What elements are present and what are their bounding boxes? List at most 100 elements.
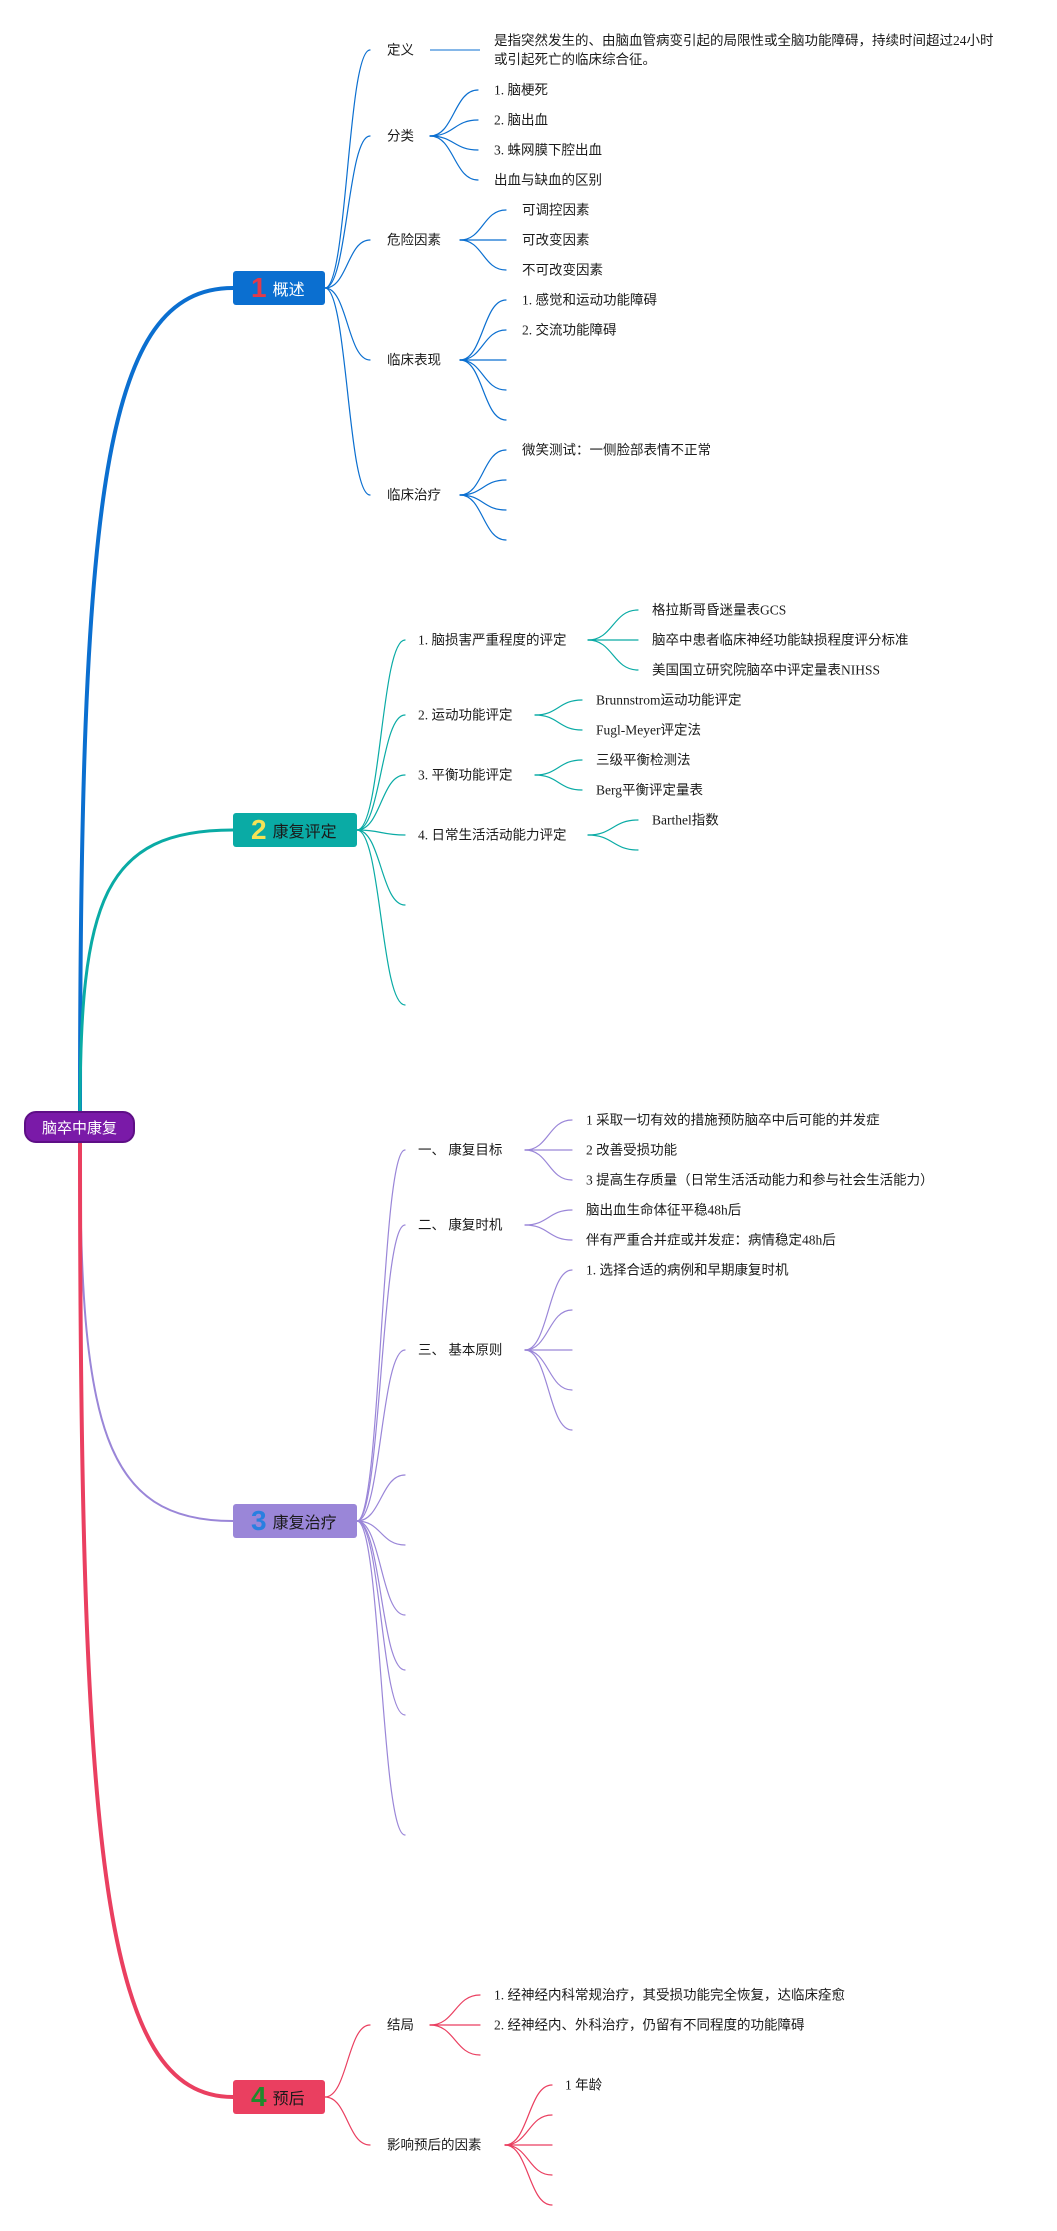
connector-line [504,2114,553,2146]
list-item[interactable]: 微笑测试：一侧脸部表情不正常 [522,442,711,458]
list-item[interactable]: 1. 选择合适的病例和早期康复时机 [586,1262,789,1278]
list-item[interactable]: Berg平衡评定量表 [596,782,703,798]
section-label: 康复治疗 [272,1515,337,1532]
topic-balance-assessment[interactable]: 3. 平衡功能评定 [418,767,513,783]
connector-line [524,1209,573,1226]
topic-brain-damage-assessment[interactable]: 1. 脑损害严重程度的评定 [418,632,567,648]
connector-line [324,287,371,496]
section-label: 预后 [272,2091,305,2108]
section-label: 概述 [272,282,305,299]
topic-rehab-timing[interactable]: 二、 康复时机 [418,1217,503,1233]
section-overview[interactable]: 1 概述 [233,271,325,305]
connector-line [459,239,507,271]
connector-line [524,1119,573,1151]
connector-line [324,135,371,289]
topic-definition[interactable]: 定义 [387,42,414,58]
connector-line [324,2024,371,2098]
section-number: 1 [251,272,267,303]
connector-line [459,359,507,391]
connector-line [429,135,479,181]
list-item[interactable]: 脑出血生命体征平稳48h后 [586,1202,742,1218]
connector-line [534,699,583,716]
connector-line [429,119,479,137]
connector-line [459,359,507,421]
list-item[interactable]: 1. 感觉和运动功能障碍 [522,292,657,308]
connector-line [356,829,406,836]
connector-line [459,329,507,361]
list-item[interactable]: 伴有严重合并症或并发症：病情稳定48h后 [586,1232,836,1248]
topic-clinical-manifestation[interactable]: 临床表现 [387,352,441,368]
connector-line [534,759,583,776]
connector-line [356,1520,406,1616]
list-item[interactable]: 2 改善受损功能 [586,1142,678,1158]
connector-line [534,774,583,791]
list-item[interactable]: Barthel指数 [652,812,719,828]
connector-line [429,89,479,137]
list-item[interactable]: 格拉斯哥昏迷量表GCS [652,602,787,618]
list-item[interactable]: 出血与缺血的区别 [494,172,602,188]
list-item[interactable]: 1 采取一切有效的措施预防脑卒中后可能的并发症 [586,1112,880,1128]
definition-text: 是指突然发生的、由脑血管病变引起的局限性或全脑功能障碍，持续时间超过24小时或引… [494,33,994,67]
section-treatment[interactable]: 3 康复治疗 [233,1504,357,1538]
connector-line [524,1269,573,1351]
list-item[interactable]: 美国国立研究院脑卒中评定量表NIHSS [652,662,881,678]
list-item[interactable]: 3. 蛛网膜下腔出血 [494,142,602,158]
topic-clinical-treatment[interactable]: 临床治疗 [387,487,441,503]
section-prognosis[interactable]: 4 预后 [233,2080,325,2114]
connector-line [356,774,406,831]
list-item[interactable]: 1. 脑梗死 [494,82,548,98]
connector-line [587,819,639,836]
list-item[interactable]: 1. 经神经内科常规治疗，其受损功能完全恢复，达临床痊愈 [494,1987,845,2003]
topic-rehab-goals[interactable]: 一、 康复目标 [418,1142,503,1158]
connector-line [356,1520,406,1546]
topic-prognosis-factors[interactable]: 影响预后的因素 [387,2137,482,2153]
topic-adl-assessment[interactable]: 4. 日常生活活动能力评定 [418,827,567,843]
list-item[interactable]: 2. 交流功能障碍 [522,322,617,338]
connector-line [356,829,406,906]
connector-line [587,834,639,851]
section-number: 3 [251,1505,267,1536]
list-item[interactable]: 可调控因素 [522,202,590,218]
list-item[interactable]: 3 提高生存质量（日常生活活动能力和参与社会生活能力） [586,1172,934,1188]
topic-outcome[interactable]: 结局 [387,2017,414,2033]
connector-line [524,1349,573,1391]
topic-basic-principles[interactable]: 三、 基本原则 [418,1342,503,1358]
list-item[interactable]: 不可改变因素 [522,262,603,278]
connector-line [587,639,639,671]
section-number: 4 [251,2081,267,2112]
list-item[interactable]: 脑卒中患者临床神经功能缺损程度评分标准 [652,632,909,648]
section-number: 2 [251,814,267,845]
list-item[interactable]: Fugl-Meyer评定法 [596,722,701,738]
connector-line [324,287,371,361]
connector-line [459,479,507,496]
connector-line [524,1224,573,1241]
connector-line [429,2024,481,2056]
list-item[interactable]: 1 年龄 [565,2077,603,2093]
topic-motor-assessment[interactable]: 2. 运动功能评定 [418,707,513,723]
list-item[interactable]: 三级平衡检测法 [596,752,691,768]
list-item[interactable]: 2. 脑出血 [494,112,548,128]
connector-line [504,2084,553,2146]
main-branch-overview [78,286,235,1117]
connector-line [356,639,406,831]
list-item[interactable]: 可改变因素 [522,232,590,248]
topic-classification[interactable]: 分类 [387,128,414,144]
connector-line [524,1309,573,1351]
list-item[interactable]: Brunnstrom运动功能评定 [596,692,742,708]
topic-risk-factors[interactable]: 危险因素 [387,232,441,248]
root-topic[interactable]: 脑卒中康复 [24,1111,135,1143]
connector-line [356,1520,406,1836]
connector-line [356,1520,406,1716]
connector-line [324,239,371,289]
connector-line [587,609,639,641]
connector-line [356,714,406,831]
connector-line [459,449,507,496]
connector-line [534,714,583,731]
section-assessment[interactable]: 2 康复评定 [233,813,357,847]
list-item[interactable]: 2. 经神经内、外科治疗，仍留有不同程度的功能障碍 [494,2017,805,2033]
section-label: 康复评定 [272,824,337,841]
connector-line [356,1224,406,1522]
main-branch-treatment [79,1139,234,1522]
connector-line [324,2096,371,2146]
